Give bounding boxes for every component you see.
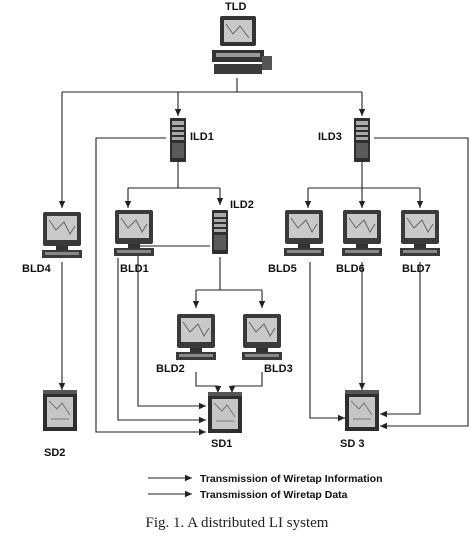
data-ild1-sd1 — [95, 137, 206, 436]
bld5-label: BLD5 — [268, 263, 297, 275]
ild2-label: ILD2 — [230, 199, 254, 211]
ild1-node: ILD1 — [170, 118, 214, 162]
sd2-node: SD2 — [42, 389, 78, 459]
figure-caption: Fig. 1. A distributed LI system — [146, 515, 329, 531]
tld-computer-icon — [212, 16, 272, 74]
legend-data-text: Transmission of Wiretap Data — [200, 489, 348, 501]
bld2-label: BLD2 — [156, 363, 185, 375]
data-bld7-sd3 — [380, 262, 421, 418]
sd1-storage-icon — [207, 391, 243, 434]
bld3-node: BLD3 — [241, 313, 293, 375]
bld6-label: BLD6 — [336, 263, 365, 275]
bld6-node: BLD6 — [336, 209, 383, 275]
legend: Transmission of Wiretap Information Tran… — [148, 473, 383, 501]
bld3-label: BLD3 — [264, 363, 293, 375]
bld2-computer-icon — [175, 313, 217, 361]
data-ild2-sd1 — [137, 245, 210, 410]
bld1-label: BLD1 — [120, 263, 149, 275]
ild1-server-icon — [170, 118, 186, 162]
data-bld5-sd3 — [309, 262, 345, 422]
legend-info-text: Transmission of Wiretap Information — [200, 473, 383, 485]
bld3-computer-icon — [241, 313, 283, 361]
sd2-label: SD2 — [44, 447, 65, 459]
tld-label: TLD — [225, 1, 246, 13]
data-ild3-sd3 — [374, 137, 469, 430]
ild2-server-icon — [212, 210, 228, 254]
sd3-node: SD 3 — [340, 389, 380, 450]
bld1-computer-icon — [113, 209, 155, 257]
sd1-node: SD1 — [207, 391, 243, 450]
bld7-label: BLD7 — [402, 263, 431, 275]
ild2-node: ILD2 — [212, 199, 254, 254]
sd3-storage-icon — [344, 389, 380, 432]
bld7-node: BLD7 — [399, 209, 441, 275]
bld7-computer-icon — [399, 209, 441, 257]
data-bld3-sd1 — [228, 372, 263, 393]
ild3-node: ILD3 — [318, 118, 370, 162]
bld5-node: BLD5 — [268, 209, 325, 275]
ild3-server-icon — [354, 118, 370, 162]
bld6-computer-icon — [341, 209, 383, 257]
bld4-computer-icon — [41, 211, 83, 259]
bld4-node: BLD4 — [22, 211, 83, 275]
data-bld1-sd1 — [117, 258, 206, 424]
ild1-label: ILD1 — [190, 131, 214, 143]
bld1-node: BLD1 — [113, 209, 155, 275]
data-bld2-sd1 — [195, 372, 222, 393]
tld-node: TLD — [212, 1, 272, 74]
sd2-storage-icon — [42, 389, 78, 432]
connections — [58, 78, 469, 436]
bld5-computer-icon — [283, 209, 325, 257]
bld2-node: BLD2 — [156, 313, 217, 375]
bld4-label: BLD4 — [22, 263, 52, 275]
sd3-label: SD 3 — [340, 438, 364, 450]
sd1-label: SD1 — [211, 438, 232, 450]
ild3-label: ILD3 — [318, 131, 342, 143]
